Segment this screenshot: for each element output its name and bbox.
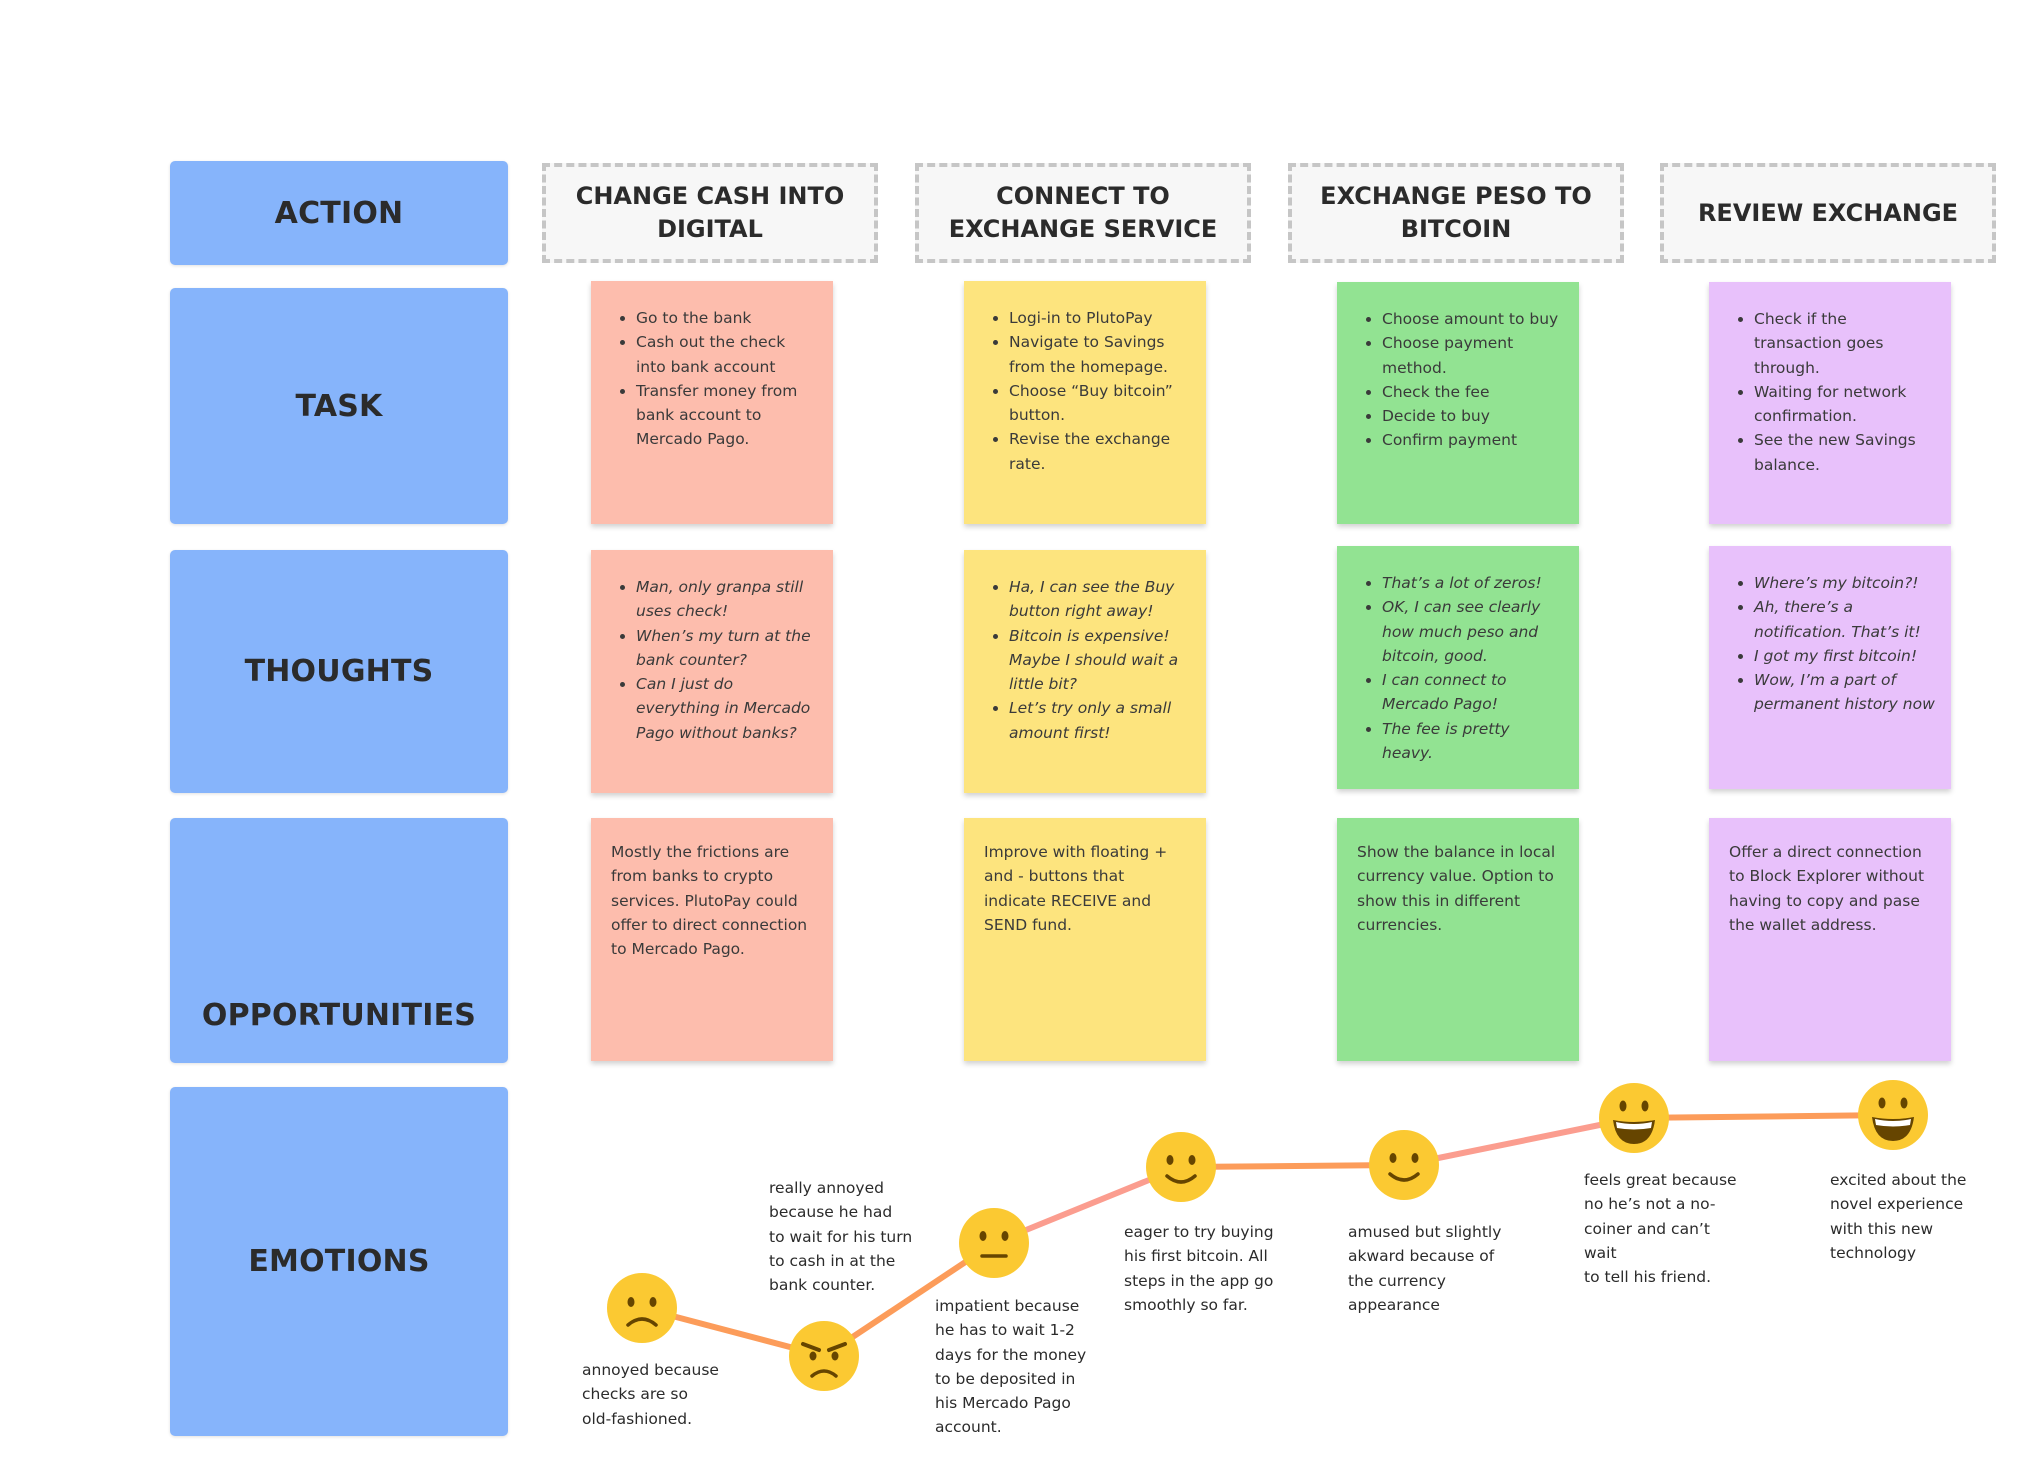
thought-item: When’s my turn at the bank counter?	[636, 624, 819, 673]
grinning-face-icon	[1858, 1080, 1928, 1150]
emotion-curve-segment	[1178, 1162, 1407, 1170]
emotion-caption: annoyed because checks are so old-fashio…	[582, 1361, 719, 1428]
thoughts-sticky-1: Man, only granpa still uses check! When’…	[591, 550, 833, 793]
thought-item: The fee is pretty heavy.	[1382, 717, 1565, 766]
task-sticky-2: Logi-in to PlutoPay Navigate to Savings …	[964, 281, 1206, 524]
action-header-exchange-peso: EXCHANGE PESO TO BITCOIN	[1288, 163, 1624, 263]
thought-item: Wow, I’m a part of permanent history now	[1754, 668, 1937, 717]
emotion-caption: excited about the novel experience with …	[1830, 1171, 1967, 1262]
emotion-caption: impatient because he has to wait 1-2 day…	[935, 1297, 1087, 1437]
task-item: Choose amount to buy	[1382, 307, 1565, 331]
task-item: Check the fee	[1382, 380, 1565, 404]
emotion-curve-segment	[1631, 1112, 1896, 1121]
task-item: Waiting for network confirmation.	[1754, 380, 1937, 429]
thought-item: I can connect to Mercado Pago!	[1382, 668, 1565, 717]
thought-item: Ah, there’s a notification. That’s it!	[1754, 595, 1937, 644]
angry-face-icon	[789, 1321, 859, 1391]
action-header-connect-exchange: CONNECT TO EXCHANGE SERVICE	[915, 163, 1251, 263]
opportunity-sticky-1: Mostly the frictions are from banks to c…	[591, 818, 833, 1061]
task-item: Choose “Buy bitcoin” button.	[1009, 379, 1192, 428]
task-item: Check if the transaction goes through.	[1754, 307, 1937, 380]
task-item: Transfer money from bank account to Merc…	[636, 379, 819, 452]
opportunity-sticky-3: Show the balance in local currency value…	[1337, 818, 1579, 1061]
task-item: Go to the bank	[636, 306, 819, 330]
row-label-task: TASK	[170, 288, 508, 524]
thoughts-sticky-4: Where’s my bitcoin?! Ah, there’s a notif…	[1709, 546, 1951, 789]
thoughts-sticky-3: That’s a lot of zeros! OK, I can see cle…	[1337, 546, 1579, 789]
emotion-caption: amused but slightly akward because of th…	[1348, 1223, 1502, 1314]
opportunity-text: Show the balance in local currency value…	[1357, 843, 1556, 934]
neutral-face-icon	[959, 1208, 1029, 1278]
action-header-review-exchange: REVIEW EXCHANGE	[1660, 163, 1996, 263]
grinning-face-icon	[1599, 1083, 1669, 1153]
frowning-face-icon	[607, 1273, 677, 1343]
action-header-change-cash: CHANGE CASH INTO DIGITAL	[542, 163, 878, 263]
row-label-emotions: EMOTIONS	[170, 1087, 508, 1436]
task-item: See the new Savings balance.	[1754, 428, 1937, 477]
task-item: Cash out the check into bank account	[636, 330, 819, 379]
thought-item: Ha, I can see the Buy button right away!	[1009, 575, 1192, 624]
thoughts-sticky-2: Ha, I can see the Buy button right away!…	[964, 550, 1206, 793]
thought-item: Where’s my bitcoin?!	[1754, 571, 1937, 595]
thought-item: Bitcoin is expensive! Maybe I should wai…	[1009, 624, 1192, 697]
emotion-caption: eager to try buying his first bitcoin. A…	[1124, 1223, 1274, 1314]
task-item: Decide to buy	[1382, 404, 1565, 428]
opportunity-sticky-4: Offer a direct connection to Block Explo…	[1709, 818, 1951, 1061]
task-item: Navigate to Savings from the homepage.	[1009, 330, 1192, 379]
row-label-opportunities: OPPORTUNITIES	[170, 818, 508, 1063]
task-item: Confirm payment	[1382, 428, 1565, 452]
row-label-thoughts: THOUGHTS	[170, 550, 508, 793]
opportunity-sticky-2: Improve with floating + and - buttons th…	[964, 818, 1206, 1061]
emotion-caption: really annoyed because he had to wait fo…	[769, 1179, 913, 1295]
task-sticky-3: Choose amount to buy Choose payment meth…	[1337, 282, 1579, 524]
emotion-caption: feels great because no he’s not a no- co…	[1584, 1171, 1737, 1287]
emotion-curve-segment	[1401, 1115, 1637, 1168]
task-item: Revise the exchange rate.	[1009, 427, 1192, 476]
slightly-smiling-face-icon	[1146, 1132, 1216, 1202]
row-label-action: ACTION	[170, 161, 508, 265]
opportunity-text: Offer a direct connection to Block Explo…	[1729, 843, 1925, 934]
thought-item: That’s a lot of zeros!	[1382, 571, 1565, 595]
opportunity-text: Mostly the frictions are from banks to c…	[611, 843, 808, 959]
opportunity-text: Improve with floating + and - buttons th…	[984, 843, 1168, 934]
thought-item: Can I just do everything in Mercado Pago…	[636, 672, 819, 745]
thought-item: Let’s try only a small amount first!	[1009, 696, 1192, 745]
thought-item: OK, I can see clearly how much peso and …	[1382, 595, 1565, 668]
slightly-smiling-face-icon	[1369, 1130, 1439, 1200]
task-sticky-4: Check if the transaction goes through. W…	[1709, 282, 1951, 524]
task-item: Choose payment method.	[1382, 331, 1565, 380]
thought-item: Man, only granpa still uses check!	[636, 575, 819, 624]
thought-item: I got my first bitcoin!	[1754, 644, 1937, 668]
task-item: Logi-in to PlutoPay	[1009, 306, 1192, 330]
task-sticky-1: Go to the bank Cash out the check into b…	[591, 281, 833, 524]
